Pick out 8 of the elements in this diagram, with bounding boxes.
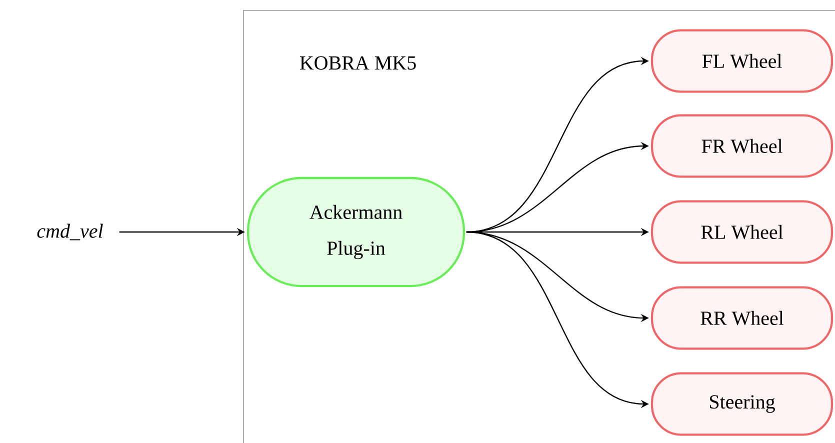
plugin-box: Ackermann Plug-in [246,176,466,288]
output-box: RR Wheel [650,286,834,350]
input-label: cmd_vel [37,224,103,240]
output-box: FR Wheel [650,114,834,178]
output-box: Steering [650,372,834,436]
output-box: FL Wheel [650,29,834,93]
output-box: RL Wheel [650,200,834,264]
frame-heading: KOBRA MK5 [300,56,416,70]
